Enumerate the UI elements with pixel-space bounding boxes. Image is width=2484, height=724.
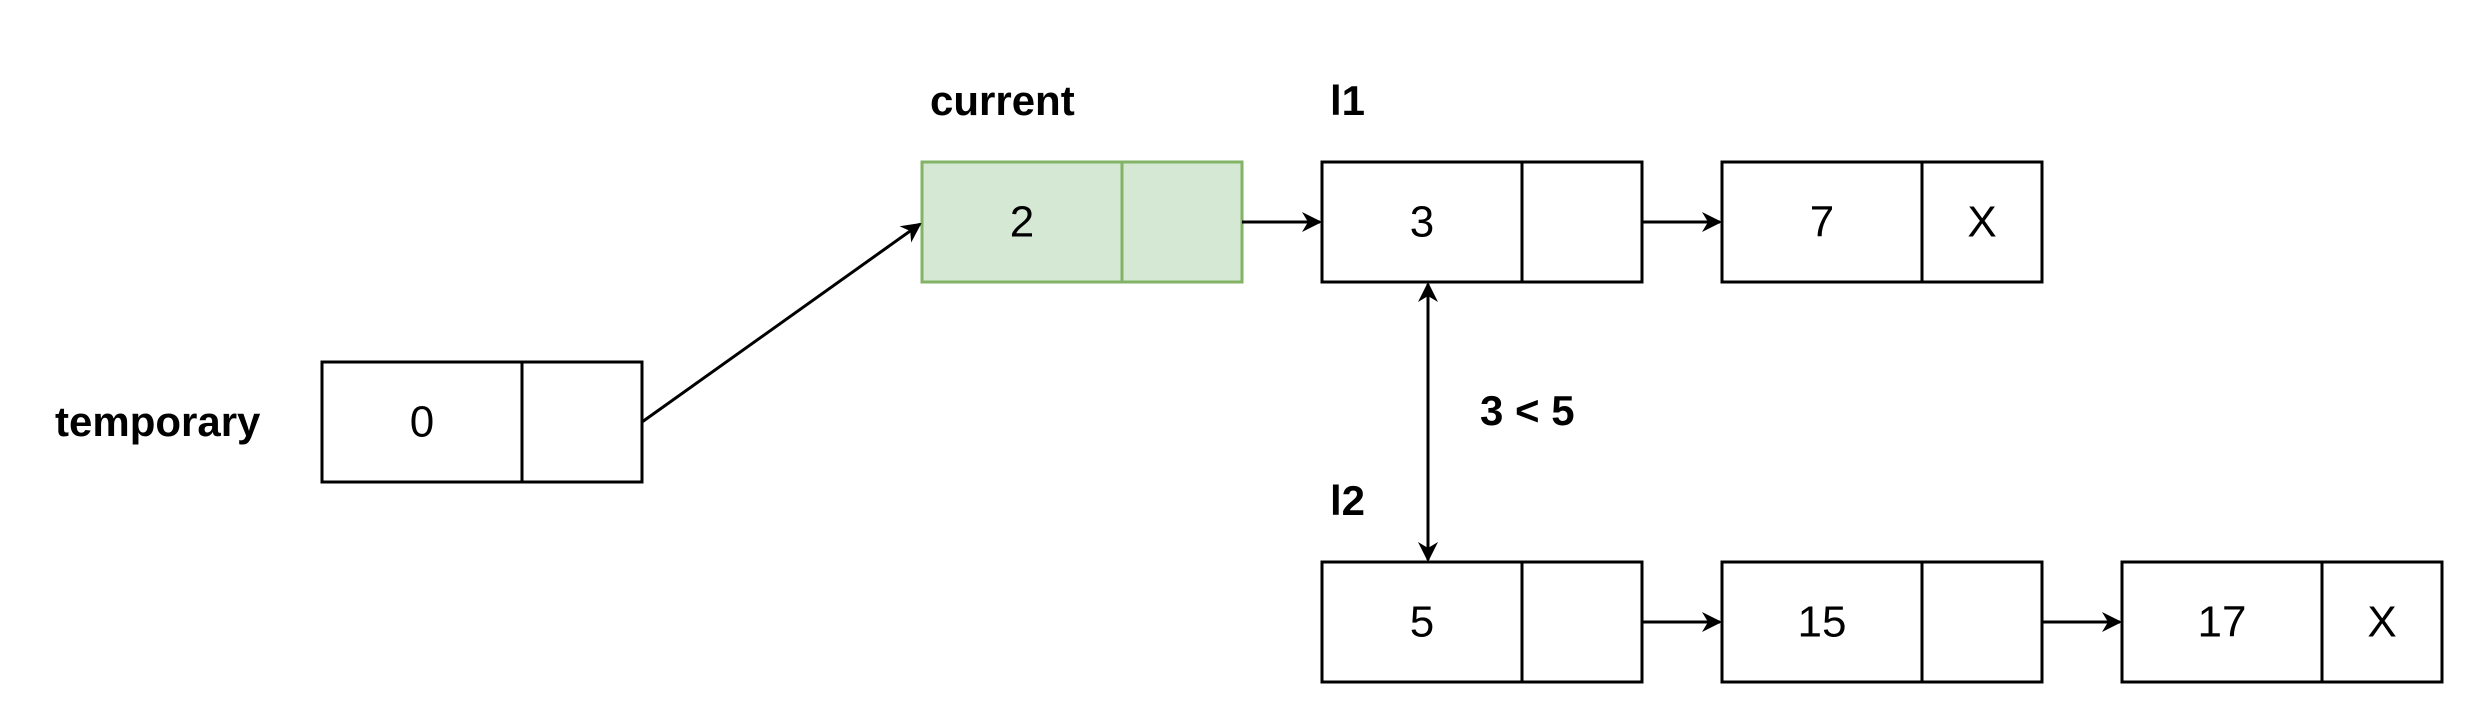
current-node: 2: [920, 160, 1244, 284]
l1-node-1: 3: [1320, 160, 1644, 284]
current-node-next-cell: [1120, 160, 1244, 284]
l2-node-2-next-cell: [1920, 560, 2044, 684]
l1-node-1-value: 3: [1410, 198, 1434, 247]
l2-node-1-value-cell: [1320, 560, 1524, 684]
l2-node-2-value-cell: [1720, 560, 1924, 684]
l2-node-1-next-cell: [1520, 560, 1644, 684]
temporary-node-next-cell: [520, 360, 644, 484]
l2-label: l2: [1330, 477, 1365, 524]
temporary-node-value: 0: [410, 398, 434, 447]
l2-node-2: 15: [1720, 560, 2044, 684]
l1-node-2-next-cell: [1920, 160, 2044, 284]
current-node-value: 2: [1010, 198, 1034, 247]
current-label: current: [930, 77, 1075, 124]
l2-node-3-value-cell: [2120, 560, 2324, 684]
temporary-to-current-arrow: [641, 222, 922, 424]
temporary-node: 0: [320, 360, 644, 484]
temporary-node-value-cell: [320, 360, 524, 484]
l2-node-3: 17 X: [2120, 560, 2444, 684]
l2-node-2-value: 15: [1798, 598, 1847, 647]
l2-node-1-value: 5: [1410, 598, 1434, 647]
l1-node-2-value: 7: [1810, 198, 1834, 247]
current-node-value-cell: [920, 160, 1124, 284]
l2-node-3-next-cell: [2320, 560, 2444, 684]
temporary-label: temporary: [55, 398, 261, 445]
l1-node-1-next-cell: [1520, 160, 1644, 284]
l2-node-3-null-marker: X: [2367, 598, 2396, 647]
l2-node-3-value: 17: [2198, 598, 2247, 647]
l1-node-2-null-marker: X: [1967, 198, 1996, 247]
comparison-label: 3 < 5: [1480, 387, 1575, 434]
l1-label: l1: [1330, 77, 1365, 124]
l1-node-2: 7 X: [1720, 160, 2044, 284]
l2-node-1: 5: [1320, 560, 1644, 684]
l1-node-1-value-cell: [1320, 160, 1524, 284]
